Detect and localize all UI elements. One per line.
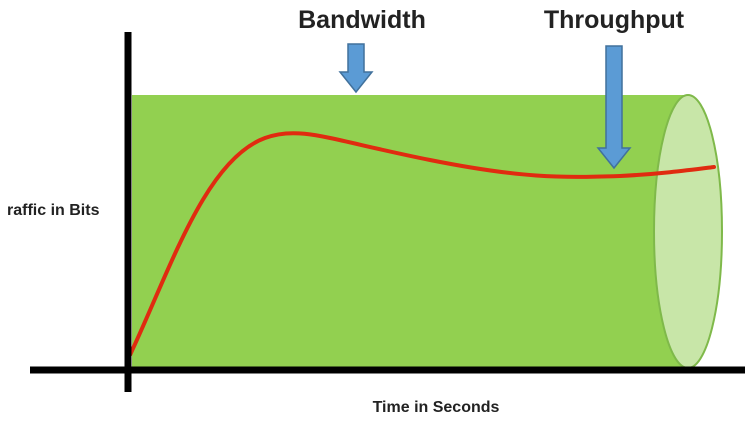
bandwidth-label: Bandwidth	[298, 6, 426, 34]
bandwidth-arrow	[338, 43, 374, 94]
throughput-curve	[128, 131, 716, 357]
throughput-label: Throughput	[544, 6, 685, 34]
pipe-end-cap	[653, 94, 723, 369]
throughput-arrow	[596, 45, 632, 170]
y-axis-label: raffic in Bits	[7, 202, 100, 219]
pipe-body	[132, 95, 688, 368]
x-axis-label: Time in Seconds	[373, 399, 500, 416]
